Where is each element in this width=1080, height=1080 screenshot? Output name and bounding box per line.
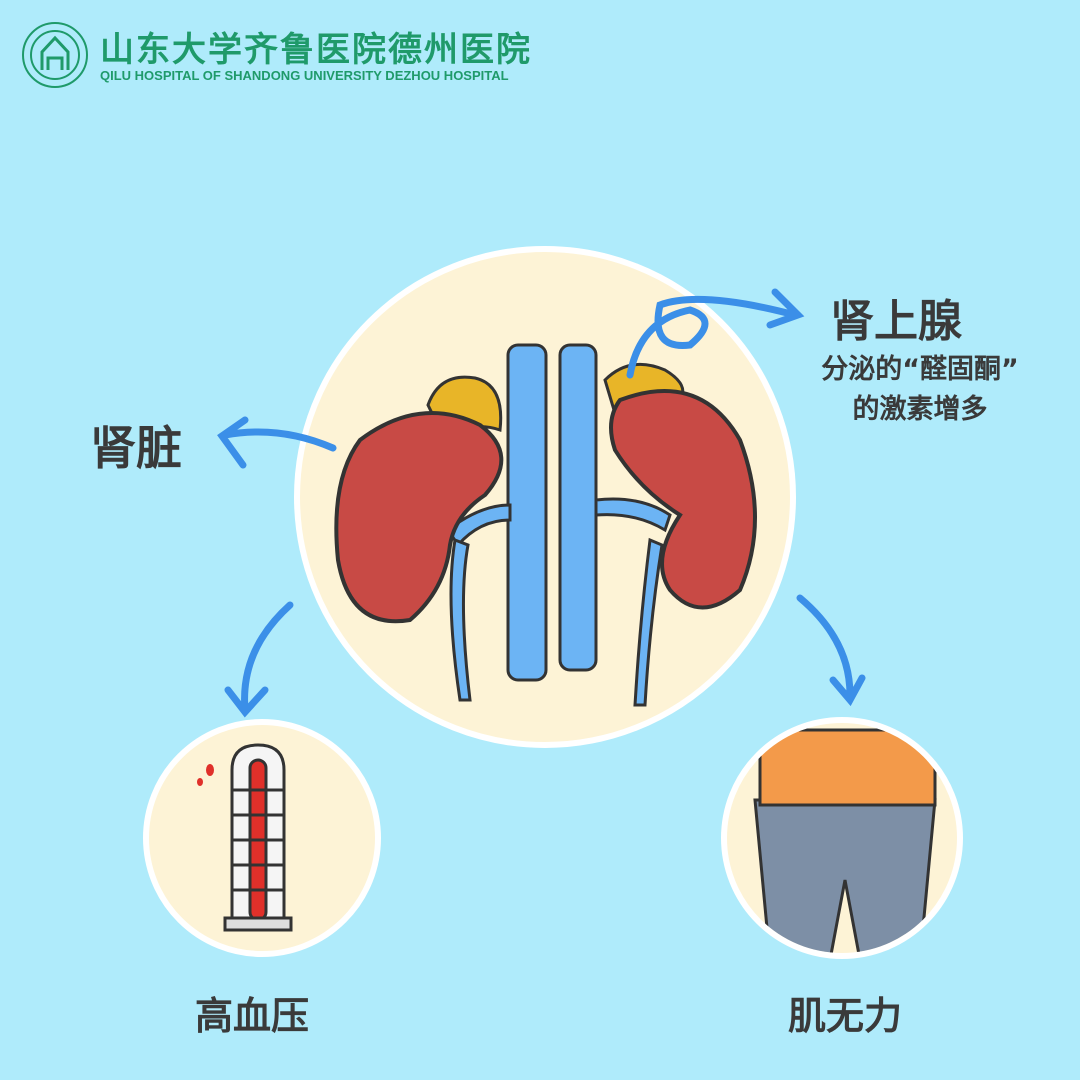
logo-name-cn: 山东大学齐鲁医院德州医院 (100, 30, 532, 70)
adrenal-label: 肾上腺 (830, 296, 962, 347)
high-blood-pressure-label: 高血压 (195, 994, 310, 1038)
arrows (217, 288, 866, 718)
thermometer-icon (197, 743, 293, 932)
muscle-weakness-label: 肌无力 (788, 994, 903, 1038)
kidney-label: 肾脏 (90, 421, 182, 475)
hospital-logo-icon (22, 22, 88, 88)
kidney-right (609, 389, 757, 610)
adrenal-desc-line-2: 的激素增多 (852, 394, 988, 425)
adrenal-desc-line-1: 分泌的“醛固酮” (821, 354, 1019, 385)
logo-name-en: QILU HOSPITAL OF SHANDONG UNIVERSITY DEZ… (100, 68, 509, 83)
adrenal-description: 分泌的“醛固酮” 的激素增多 (770, 350, 1070, 430)
blood-vessels (445, 343, 672, 707)
legs-icon (753, 728, 937, 953)
kidney-left (334, 411, 504, 624)
